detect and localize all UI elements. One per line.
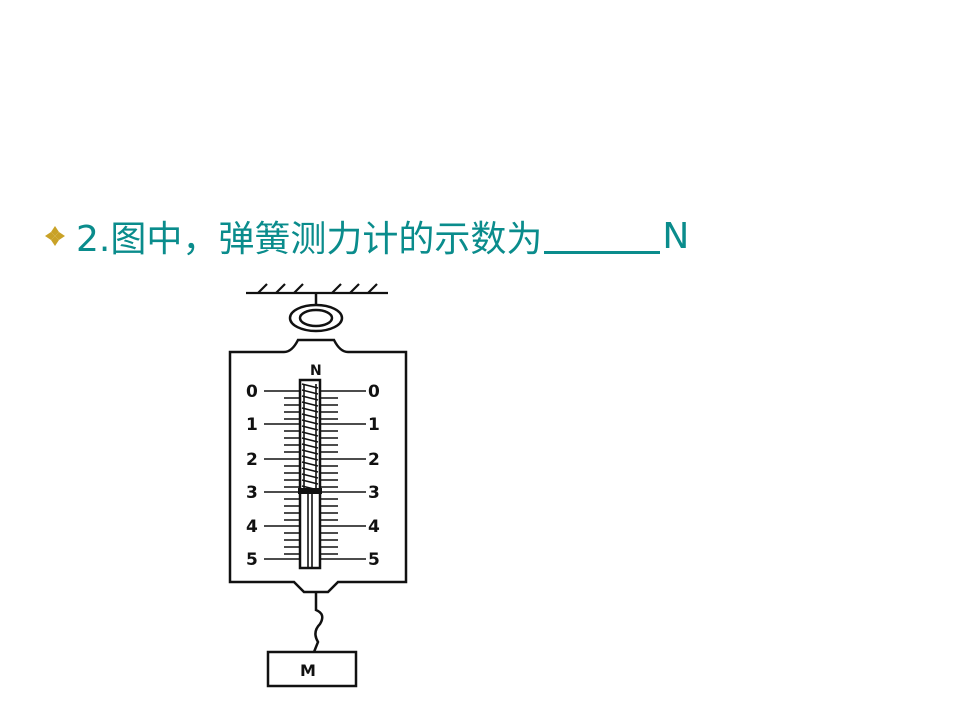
unit-label: N	[662, 215, 690, 257]
left-label-3: 3	[246, 483, 258, 503]
top-ring	[288, 293, 344, 333]
left-label-5: 5	[246, 550, 258, 570]
left-label-2: 2	[246, 450, 258, 470]
question-line: 2.图中，弹簧测力计的示数为 N	[44, 206, 689, 266]
spring-coil	[301, 383, 319, 491]
left-label-4: 4	[246, 517, 258, 537]
ceiling	[246, 283, 388, 295]
right-label-2: 2	[368, 450, 380, 470]
scale-pointer	[298, 488, 322, 494]
pointer-rod	[307, 494, 313, 568]
spring-scale-diagram: N	[228, 283, 408, 688]
scale-casing	[228, 338, 408, 594]
left-label-1: 1	[246, 415, 258, 435]
question-text: 2.图中，弹簧测力计的示数为	[76, 219, 543, 260]
weight-label: M	[300, 661, 316, 680]
weight-block	[266, 650, 358, 688]
right-label-1: 1	[368, 415, 380, 435]
left-scale-labels: 0 1 2 3 4 5	[246, 382, 258, 570]
right-label-3: 3	[368, 483, 380, 503]
scale-tube	[298, 378, 322, 570]
gauge-unit-label: N	[310, 363, 322, 379]
diamond-bullet-icon	[45, 226, 65, 246]
left-ticks	[264, 390, 300, 560]
right-scale-labels: 0 1 2 3 4 5	[368, 382, 380, 570]
right-label-5: 5	[368, 550, 380, 570]
right-label-0: 0	[368, 382, 380, 402]
right-label-4: 4	[368, 517, 380, 537]
left-label-0: 0	[246, 382, 258, 402]
bottom-hook	[312, 592, 324, 653]
answer-blank	[544, 221, 661, 254]
right-ticks	[320, 390, 366, 560]
spring-scale-figure: N	[220, 280, 420, 692]
